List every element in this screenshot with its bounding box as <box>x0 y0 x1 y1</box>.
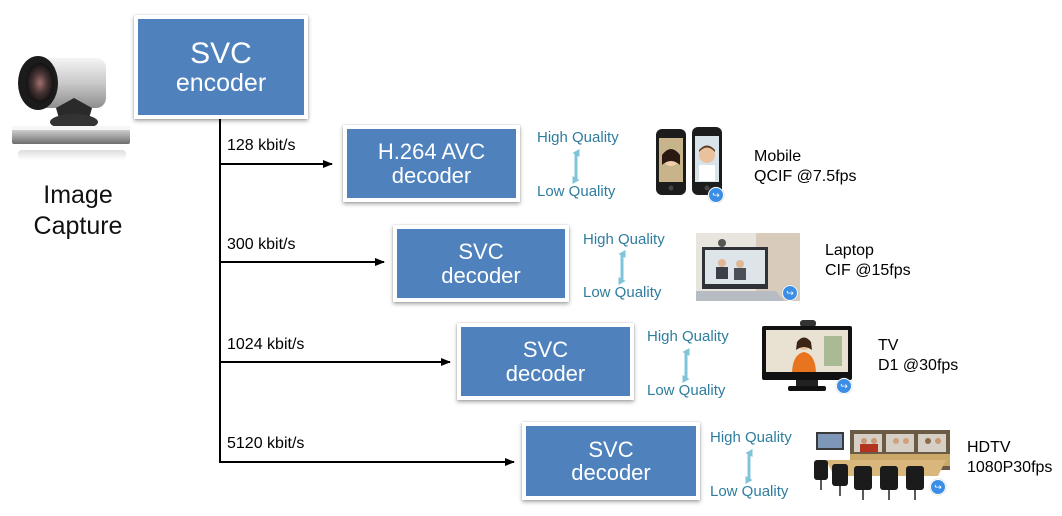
device-format: D1 @30fps <box>878 357 959 374</box>
device-label-mobile: Mobile QCIF @7.5fps <box>754 147 857 187</box>
decoder-line-2: decoder <box>571 460 651 485</box>
caption-line-1: Image <box>43 181 113 209</box>
tv-monitor-icon: ↪ <box>760 318 854 394</box>
bitrate-label: 300 kbit/s <box>227 236 296 253</box>
low-quality-label: Low Quality <box>710 483 789 500</box>
image-capture-caption: Image Capture <box>22 180 134 242</box>
decoder-line-1: H.264 AVC <box>377 139 486 165</box>
device-format: CIF @15fps <box>825 262 911 279</box>
bitrate-label: 1024 kbit/s <box>227 336 305 353</box>
share-badge-icon: ↪ <box>708 187 724 203</box>
high-quality-label: High Quality <box>583 231 665 248</box>
telepresence-room-icon: ↪ <box>806 424 952 504</box>
decoder-line-1: SVC <box>458 239 504 265</box>
high-quality-label: High Quality <box>537 129 619 146</box>
device-name: Mobile <box>754 148 802 165</box>
share-badge-icon: ↪ <box>930 479 946 495</box>
device-format: 1080P30fps <box>967 459 1053 476</box>
svc-decoder-box: SVC decoder <box>457 323 634 400</box>
bitrate-label: 5120 kbit/s <box>227 435 305 452</box>
device-name: HDTV <box>967 439 1011 456</box>
decoder-line-1: SVC <box>522 337 569 363</box>
svc-decoder-box: SVC decoder <box>393 225 569 302</box>
device-label-laptop: Laptop CIF @15fps <box>825 241 911 281</box>
h264-avc-decoder-box: H.264 AVC decoder <box>343 125 520 202</box>
laptop-icon: ↪ <box>696 233 800 301</box>
low-quality-label: Low Quality <box>647 382 726 399</box>
share-badge-icon: ↪ <box>836 378 852 394</box>
caption-line-2: Capture <box>33 212 123 240</box>
decoder-line-1: SVC <box>588 436 634 462</box>
high-quality-label: High Quality <box>710 429 792 446</box>
low-quality-label: Low Quality <box>537 183 616 200</box>
device-label-tv: TV D1 @30fps <box>878 336 958 376</box>
low-quality-label: Low Quality <box>583 284 662 301</box>
decoder-line-2: decoder <box>505 360 586 386</box>
device-name: Laptop <box>825 242 874 259</box>
device-label-hdtv: HDTV 1080P30fps <box>967 438 1052 478</box>
high-quality-label: High Quality <box>647 328 729 345</box>
share-badge-icon: ↪ <box>782 285 798 301</box>
encoder-line-1: SVC <box>190 37 252 71</box>
svc-encoder-box: SVC encoder <box>134 15 308 119</box>
decoder-line-2: decoder <box>441 262 521 288</box>
decoder-line-2: decoder <box>391 162 472 188</box>
video-camera-icon <box>8 50 136 170</box>
encoder-line-2: encoder <box>175 68 267 97</box>
bitrate-label: 128 kbit/s <box>227 137 296 154</box>
svc-decoder-box: SVC decoder <box>522 422 700 500</box>
device-format: QCIF @7.5fps <box>754 168 857 185</box>
device-name: TV <box>878 337 899 354</box>
smartphones-icon: ↪ <box>652 125 728 203</box>
